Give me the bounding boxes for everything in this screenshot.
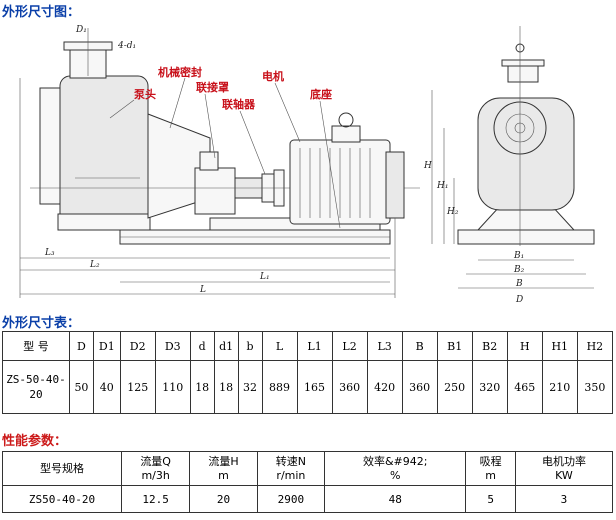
header-cell: D2 (119, 331, 156, 361)
dim-D1: D₁ (75, 25, 87, 35)
svg-text:L₃: L₃ (44, 248, 55, 258)
svg-text:L₂: L₂ (89, 260, 100, 270)
value-cell: 465 (506, 360, 543, 414)
end-view: H H₁ H₂ B₁ B₂ B D (423, 26, 595, 305)
model-cell: ZS-50-40-20 (2, 360, 70, 414)
value-cell: 20 (189, 485, 258, 513)
callout-coupling-cover: 联接罩 (196, 80, 229, 94)
svg-text:L₁: L₁ (259, 272, 270, 282)
value-cell: 360 (331, 360, 368, 414)
header-cell: B2 (471, 331, 508, 361)
value-cell: 18 (189, 360, 215, 414)
callouts: 机械密封 泵头 联接罩 联轴器 电机 底座 (109, 65, 341, 229)
value-cell: 889 (261, 360, 298, 414)
header-cell: 型 号 (2, 331, 70, 361)
value-cell: 12.5 (120, 485, 191, 513)
svg-text:H: H (423, 161, 432, 171)
bracket (147, 113, 236, 219)
value-cell: 5 (465, 485, 516, 513)
dimension-table: 型 号 D D1 D2 D3 d d1 b L L1 L2 L3 B B1 B2… (2, 331, 614, 414)
header-cell: D1 (92, 331, 121, 361)
side-dimensions: L₃ L₂ L₁ L D₁ 4-d₁ (19, 25, 396, 298)
table-row: ZS-50-40-20 50 40 125 110 18 18 32 889 1… (2, 360, 614, 414)
motor-body (289, 112, 405, 225)
header-cell: L3 (366, 331, 403, 361)
header-cell: L2 (331, 331, 368, 361)
dim-nd: 4-d₁ (117, 41, 136, 51)
value-cell: 40 (92, 360, 121, 414)
dimension-table-title: 外形尺寸表： (2, 316, 81, 331)
header-cell: D (69, 331, 94, 361)
callout-coupling: 联轴器 (222, 97, 256, 111)
header-cell: L1 (296, 331, 333, 361)
dimension-table-header-row: 型 号 D D1 D2 D3 d d1 b L L1 L2 L3 B B1 B2… (2, 331, 614, 361)
value-cell: 110 (154, 360, 191, 414)
svg-text:B₂: B₂ (513, 265, 525, 275)
header-cell: L (261, 331, 298, 361)
value-cell: 360 (401, 360, 438, 414)
svg-text:H₁: H₁ (436, 181, 448, 191)
value-cell: 18 (213, 360, 239, 414)
header-cell: 效率&#942;% (324, 451, 467, 486)
header-cell: d (189, 331, 215, 361)
header-cell: 型号规格 (2, 451, 122, 486)
callout-pump-head: 泵头 (134, 87, 156, 101)
performance-title: 性能参数： (2, 434, 68, 449)
value-cell: 350 (576, 360, 614, 414)
header-cell: H1 (541, 331, 578, 361)
callout-motor: 电机 (262, 69, 284, 83)
svg-text:L: L (199, 285, 206, 295)
value-cell: 125 (119, 360, 156, 414)
value-cell: ZS50-40-20 (2, 485, 122, 513)
pump-outline-drawing: L₃ L₂ L₁ L D₁ 4-d₁ 机械密封 泵头 联接罩 联轴器 电机 底座 (19, 25, 595, 305)
header-cell: D3 (154, 331, 191, 361)
shaft-coupling (30, 169, 420, 207)
callout-seal: 机械密封 (158, 65, 202, 79)
value-cell: 320 (471, 360, 508, 414)
value-cell: 2900 (256, 485, 326, 513)
outline-drawing-title: 外形尺寸图： (2, 5, 81, 20)
value-cell: 210 (541, 360, 578, 414)
header-cell: B (401, 331, 438, 361)
value-cell: 250 (436, 360, 473, 414)
value-cell: 3 (514, 485, 614, 513)
value-cell: 50 (69, 360, 94, 414)
value-cell: 165 (296, 360, 333, 414)
table-row: ZS50-40-20 12.5 20 2900 48 5 3 (2, 485, 614, 513)
header-cell: b (237, 331, 263, 361)
header-cell: H2 (576, 331, 614, 361)
header-cell: B1 (436, 331, 473, 361)
svg-text:H₂: H₂ (446, 207, 459, 217)
value-cell: 32 (237, 360, 263, 414)
pump-head (39, 28, 151, 231)
header-cell: d1 (213, 331, 239, 361)
value-cell: 48 (324, 485, 467, 513)
header-cell: H (506, 331, 543, 361)
svg-text:B: B (515, 279, 523, 289)
svg-text:D: D (515, 295, 523, 305)
callout-base: 底座 (310, 87, 332, 101)
svg-text:B₁: B₁ (513, 251, 524, 261)
value-cell: 420 (366, 360, 403, 414)
